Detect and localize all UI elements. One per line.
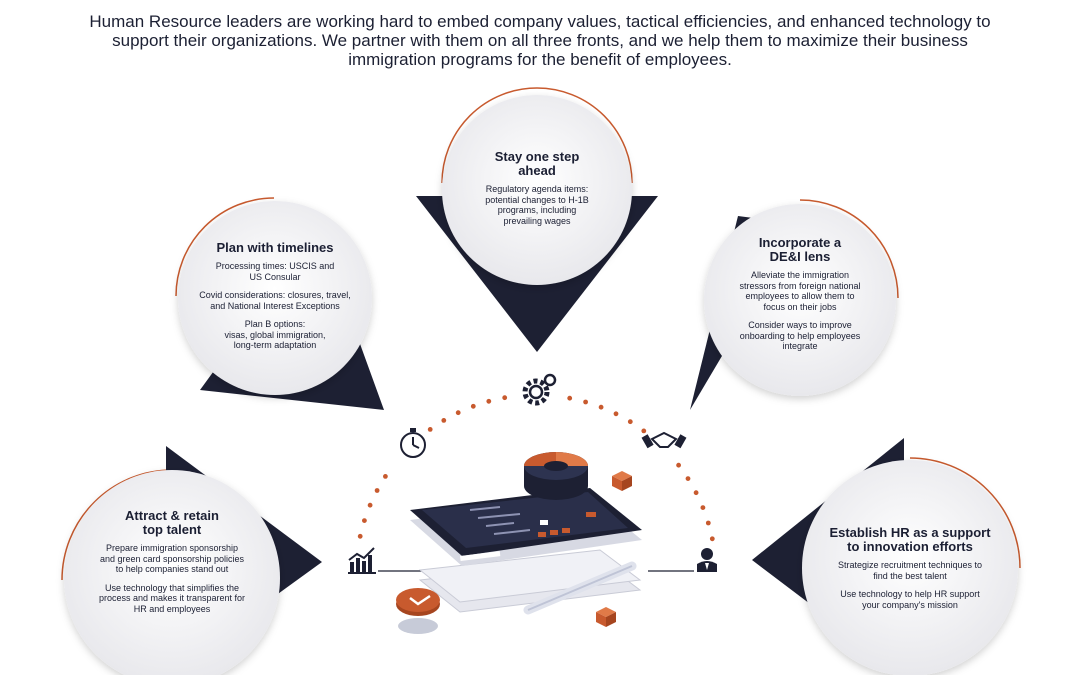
card-text-line: and green card sponsorship policies (99, 553, 245, 564)
arc-dot (613, 411, 619, 417)
card-text-line: HR and employees (133, 603, 211, 614)
card-title: Attract & retain top talent (82, 509, 262, 537)
card-text-line: programs, including (497, 205, 577, 215)
arc-dot (641, 428, 647, 434)
card-text: Alleviate the immigration stressors from… (720, 270, 880, 312)
card-ahead: Stay one step ahead Regulatory agenda it… (467, 150, 607, 234)
card-text-line: your company's mission (862, 599, 958, 610)
card-title: Establish HR as a support to innovation … (815, 526, 1005, 554)
arc-dot (441, 418, 447, 423)
card-text-line: Processing times: USCIS and (215, 261, 335, 271)
card-text-line: integrate (782, 341, 818, 351)
card-title-line: Establish HR as a support (829, 525, 991, 540)
smartphone-illustration (396, 452, 642, 634)
card-text: Prepare immigration sponsorship and gree… (82, 543, 262, 575)
card-text: Use technology that simplifies the proce… (82, 583, 262, 615)
card-text-line: Consider ways to improve (748, 320, 852, 330)
card-dei: Incorporate a DE&I lens Alleviate the im… (720, 236, 880, 360)
growth-chart-icon (348, 547, 376, 574)
card-text-line: Regulatory agenda items: (485, 184, 589, 194)
card-text: Plan B options: visas, global immigratio… (190, 319, 360, 351)
arc-dot (685, 476, 691, 481)
card-talent: Attract & retain top talent Prepare immi… (82, 509, 262, 622)
handshake-icon (641, 431, 687, 449)
card-text-line: employees to allow them to (745, 291, 855, 301)
arc-dot (455, 410, 461, 416)
intro-line: support their organizations. We partner … (112, 31, 968, 50)
card-text-line: and National Interest Exceptions (210, 300, 340, 311)
arc-dot (470, 403, 476, 409)
card-text: Consider ways to improve onboarding to h… (720, 320, 880, 352)
card-text-line: Strategize recruitment techniques to (837, 560, 983, 570)
card-text: Regulatory agenda items: potential chang… (467, 184, 607, 226)
card-title-line: Attract & retain (125, 508, 219, 523)
card-text-line: Plan B options: (244, 319, 306, 329)
intro-paragraph: Human Resource leaders are working hard … (60, 12, 1020, 69)
arc-dot (709, 536, 715, 542)
card-text-line: US Consular (249, 271, 301, 282)
card-title-line: Plan with timelines (216, 240, 334, 255)
arc-dot (367, 502, 373, 508)
card-title-line: to innovation efforts (847, 539, 973, 554)
card-text-line: process and makes it transparent for (98, 593, 246, 603)
arc-dot (700, 505, 706, 510)
card-text-line: Use technology that simplifies the (104, 582, 240, 593)
intro-line: immigration programs for the benefit of … (348, 50, 732, 69)
card-title: Plan with timelines (190, 241, 360, 255)
card-title-line: Incorporate a (758, 235, 842, 250)
person-icon (697, 548, 717, 572)
card-support: Establish HR as a support to innovation … (815, 526, 1005, 618)
card-ahead-shape (416, 87, 658, 352)
card-title-line: Stay one step (494, 149, 580, 164)
card-text-line: prevailing wages (503, 215, 571, 226)
arc-dot (502, 395, 508, 401)
arc-dot (705, 520, 711, 526)
card-text-line: Covid considerations: closures, travel, (199, 290, 351, 300)
card-text-line: Use technology to help HR support (840, 589, 980, 599)
clock-icon (400, 428, 426, 458)
card-text-line: long-term adaptation (233, 340, 317, 350)
card-text: Strategize recruitment techniques to fin… (815, 560, 1005, 581)
card-text: Covid considerations: closures, travel, … (190, 290, 360, 311)
card-text-line: to help companies stand out (115, 564, 229, 574)
card-text-line: onboarding to help employees (739, 330, 861, 341)
card-text-line: stressors from foreign national (739, 280, 861, 291)
card-title-line: top talent (142, 522, 202, 537)
card-text-line: Prepare immigration sponsorship (105, 543, 239, 553)
arc-dot (598, 404, 604, 410)
card-dei-shape (690, 199, 899, 410)
card-support-shape (752, 438, 1021, 675)
card-talent-shape (61, 446, 322, 675)
arc-dot (383, 474, 388, 479)
card-title: Incorporate a DE&I lens (720, 236, 880, 264)
arc-dot (567, 395, 573, 401)
arc-dot (486, 398, 492, 404)
dotted-arc (357, 395, 715, 542)
gears-icon (522, 373, 557, 406)
arc-dot (374, 488, 380, 493)
card-text-line: find the best talent (873, 570, 947, 581)
card-timelines: Plan with timelines Processing times: US… (190, 241, 360, 359)
card-text-line: potential changes to H-1B (485, 194, 589, 205)
card-text: Use technology to help HR support your c… (815, 589, 1005, 610)
arc-dot (693, 490, 699, 496)
arc-dot (627, 419, 633, 425)
arc-dot (676, 462, 681, 468)
card-title-line: DE&I lens (769, 249, 831, 264)
intro-line: Human Resource leaders are working hard … (89, 12, 991, 31)
arc-dot (362, 518, 367, 523)
arc-dot (427, 427, 433, 432)
card-text-line: visas, global immigration, (224, 329, 326, 340)
card-timelines-shape (175, 197, 384, 410)
card-title: Stay one step ahead (467, 150, 607, 178)
card-text-line: Alleviate the immigration (750, 270, 850, 280)
card-title-line: ahead (518, 163, 556, 178)
arc-dot (583, 399, 588, 405)
card-text-line: focus on their jobs (763, 301, 837, 312)
arc-dot (357, 533, 363, 539)
card-text: Processing times: USCIS and US Consular (190, 261, 360, 282)
